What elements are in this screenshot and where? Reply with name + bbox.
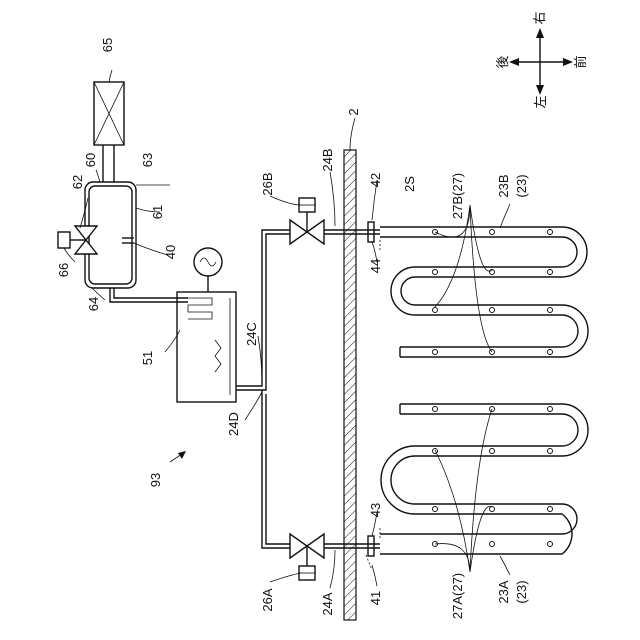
label-63: 63 xyxy=(140,153,155,167)
wall-2 xyxy=(344,150,356,620)
label-65: 65 xyxy=(100,38,115,52)
label-64: 64 xyxy=(86,297,101,311)
label-27B: 27B(27) xyxy=(450,173,465,219)
label-60: 60 xyxy=(83,153,98,167)
label-2S: 2S xyxy=(402,176,417,192)
serpentine-23B xyxy=(380,227,588,357)
serpentine-23A xyxy=(380,404,588,554)
label-66: 66 xyxy=(56,263,71,277)
label-26A: 26A xyxy=(260,588,275,611)
component-65 xyxy=(94,82,124,145)
label-23A: 23A xyxy=(496,580,511,603)
compass-right-label: 前 xyxy=(573,55,589,68)
label-24C: 24C xyxy=(244,322,259,346)
label-2: 2 xyxy=(346,108,361,115)
label-23A-paren: (23) xyxy=(514,580,529,603)
label-26B: 26B xyxy=(260,172,275,195)
direction-compass: 右 後 前 左 xyxy=(496,11,589,108)
label-24B: 24B xyxy=(320,148,335,171)
compass-up-label: 右 xyxy=(533,11,548,24)
label-40: 40 xyxy=(163,245,178,259)
leader-lines xyxy=(64,70,510,588)
compass-down-label: 左 xyxy=(534,95,549,108)
label-41: 41 xyxy=(368,591,383,605)
unit-51 xyxy=(177,248,236,402)
label-44: 44 xyxy=(368,259,383,273)
label-24A: 24A xyxy=(320,592,335,615)
label-61: 61 xyxy=(150,205,165,219)
compass-left-label: 後 xyxy=(496,55,511,68)
label-62: 62 xyxy=(70,175,85,189)
label-23B-paren: (23) xyxy=(514,174,529,197)
label-23B: 23B xyxy=(496,174,511,197)
label-51: 51 xyxy=(140,351,155,365)
label-24D: 24D xyxy=(226,412,241,436)
label-93: 93 xyxy=(148,473,163,487)
valve-26B xyxy=(290,198,324,244)
label-43: 43 xyxy=(368,503,383,517)
label-42: 42 xyxy=(368,173,383,187)
labels: 65 60 63 62 61 66 40 64 51 24C 24D 93 26… xyxy=(56,38,529,619)
label-27A: 27A(27) xyxy=(450,573,465,619)
valve-26A xyxy=(290,534,324,580)
